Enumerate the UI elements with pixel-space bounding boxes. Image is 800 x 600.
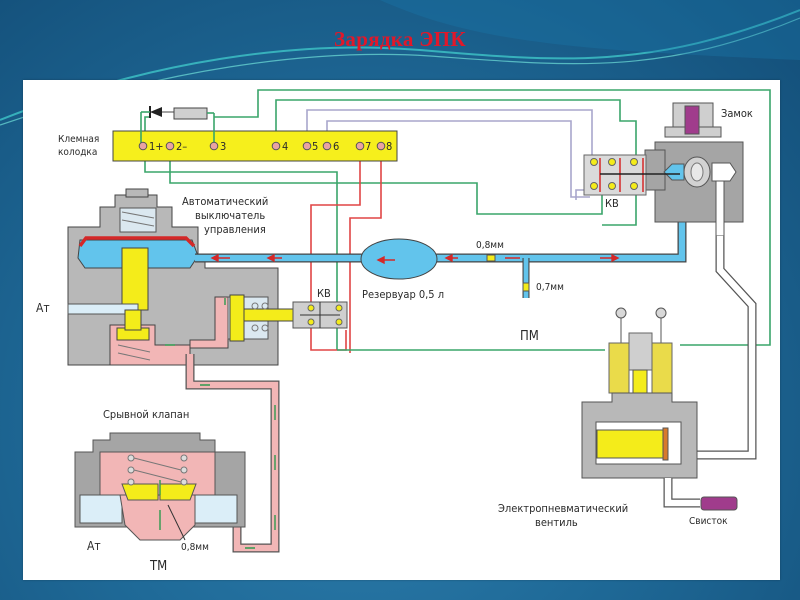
auto-switch-label-1: Автоматический — [182, 195, 268, 208]
whistle-label: Свисток — [689, 516, 728, 527]
piston — [229, 294, 245, 342]
orifice-pm — [522, 282, 530, 292]
kv-left-switch — [292, 301, 348, 329]
reservoir-label: Резервуар 0,5 л — [362, 288, 444, 301]
pm-label: ПМ — [520, 329, 539, 344]
terminal-3 — [209, 141, 219, 151]
lock-label: Замок — [721, 107, 753, 120]
kv-right-switch — [583, 154, 680, 196]
auto-switch-label-2: выключатель — [195, 209, 265, 222]
tm-label: ТМ — [149, 559, 167, 574]
kv-right-label: КВ — [605, 197, 619, 210]
solenoid-coil-right — [651, 342, 673, 394]
terminal-2 — [165, 141, 175, 151]
lock-assembly — [644, 102, 744, 237]
auto-switch-diaphragm — [78, 236, 196, 248]
terminal-label-6: 6 — [333, 140, 339, 153]
terminal-label-1: 1+ — [149, 140, 164, 153]
wire-green-2 — [169, 150, 603, 215]
wire-green-kv — [602, 190, 637, 226]
breakaway-valve-label: Срывной клапан — [103, 408, 189, 421]
terminal-contacts — [138, 141, 386, 151]
kv-left-label: КВ — [317, 287, 331, 300]
terminal-label-2: 2– — [176, 140, 187, 153]
atm-lower-label: Ат — [87, 539, 101, 553]
wire-lilac-5 — [306, 109, 593, 200]
atm-upper-label: Ат — [36, 301, 50, 315]
terminal-label-4: 4 — [282, 140, 288, 153]
wire-lilac-6 — [326, 120, 590, 198]
terminal-5 — [302, 141, 312, 151]
lock-key — [684, 105, 700, 135]
wire-red-8 — [349, 150, 382, 353]
orifice-pm-label: 0,7мм — [536, 282, 564, 293]
terminal-label-5: 5 — [312, 140, 318, 153]
terminal-block-label-2: колодка — [58, 147, 97, 158]
electropneumatic-valve — [581, 307, 738, 511]
epv-piston — [596, 429, 664, 459]
terminal-label-3: 3 — [220, 140, 226, 153]
wire-green-4 — [275, 99, 637, 160]
auto-switch-label-3: управления — [204, 223, 266, 236]
terminal-block — [112, 106, 398, 162]
terminal-block-label-1: Клемная — [58, 134, 99, 145]
orifice-valve-label: 0,8мм — [181, 542, 209, 553]
resistor-icon — [173, 107, 208, 120]
slide-title: Зарядка ЭПК — [334, 27, 466, 51]
epv-label-1: Электропневматический — [498, 502, 628, 515]
flow-arrows-green — [159, 298, 276, 549]
terminal-6 — [322, 141, 332, 151]
auto-switch-body — [67, 188, 305, 366]
orifice-main-label: 0,8мм — [476, 240, 504, 251]
terminal-8 — [376, 141, 386, 151]
reservoir — [360, 238, 438, 280]
wire-red-7 — [310, 150, 361, 351]
terminal-7 — [355, 141, 365, 151]
auto-switch-rod — [121, 247, 149, 311]
solenoid-coil-left — [608, 342, 630, 394]
epv-label-2: вентиль — [535, 516, 578, 529]
terminal-1 — [138, 141, 148, 151]
orifice-main — [486, 254, 496, 262]
whistle — [700, 496, 738, 511]
diode-icon — [150, 107, 162, 117]
flow-arrows-red — [210, 253, 620, 265]
terminal-label-8: 8 — [386, 140, 392, 153]
terminal-4 — [271, 141, 281, 151]
terminal-label-7: 7 — [365, 140, 371, 153]
